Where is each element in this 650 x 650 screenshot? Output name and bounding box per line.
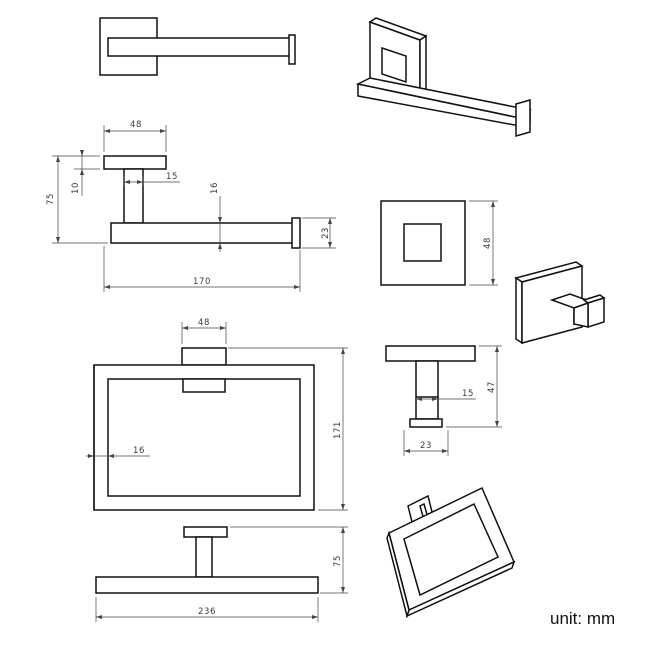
dim-paper-holder-post: 15 [166, 172, 178, 182]
dim-paper-holder-width: 48 [130, 120, 142, 130]
dim-ring-height: 171 [333, 421, 343, 439]
towel-ring-isometric-view [386, 486, 516, 619]
robe-hook-isometric-view [514, 261, 606, 345]
dim-paper-holder-plate: 10 [71, 182, 81, 194]
robe-hook-dimensions [403, 345, 502, 456]
robe-hook-side-view [385, 345, 476, 428]
dim-ring-depth: 75 [333, 555, 343, 567]
paper-holder-side-view [103, 155, 301, 249]
paper-holder-isometric-view [355, 17, 532, 137]
plate-front-view [380, 200, 498, 286]
dim-hook-post: 15 [462, 389, 474, 399]
dim-ring-bar: 16 [133, 446, 145, 456]
towel-ring-side-view [95, 526, 319, 594]
dim-plate-size: 48 [483, 237, 493, 249]
dim-ring-plate: 48 [198, 318, 210, 328]
dim-ring-length: 236 [198, 607, 216, 617]
towel-ring-front-view [93, 347, 315, 511]
paper-holder-top-view [99, 17, 296, 76]
dim-paper-holder-bar: 16 [210, 182, 220, 194]
towel-ring-side-dimensions [95, 526, 348, 622]
dim-paper-holder-height: 75 [46, 193, 56, 205]
dim-paper-holder-cap: 23 [321, 227, 331, 239]
dim-hook-height: 47 [487, 381, 497, 393]
towel-ring-dimensions [86, 322, 348, 511]
dim-paper-holder-length: 170 [193, 277, 211, 287]
unit-label: unit: mm [550, 609, 615, 628]
paper-holder-dimensions [52, 125, 336, 292]
dim-hook-base: 23 [420, 441, 432, 451]
